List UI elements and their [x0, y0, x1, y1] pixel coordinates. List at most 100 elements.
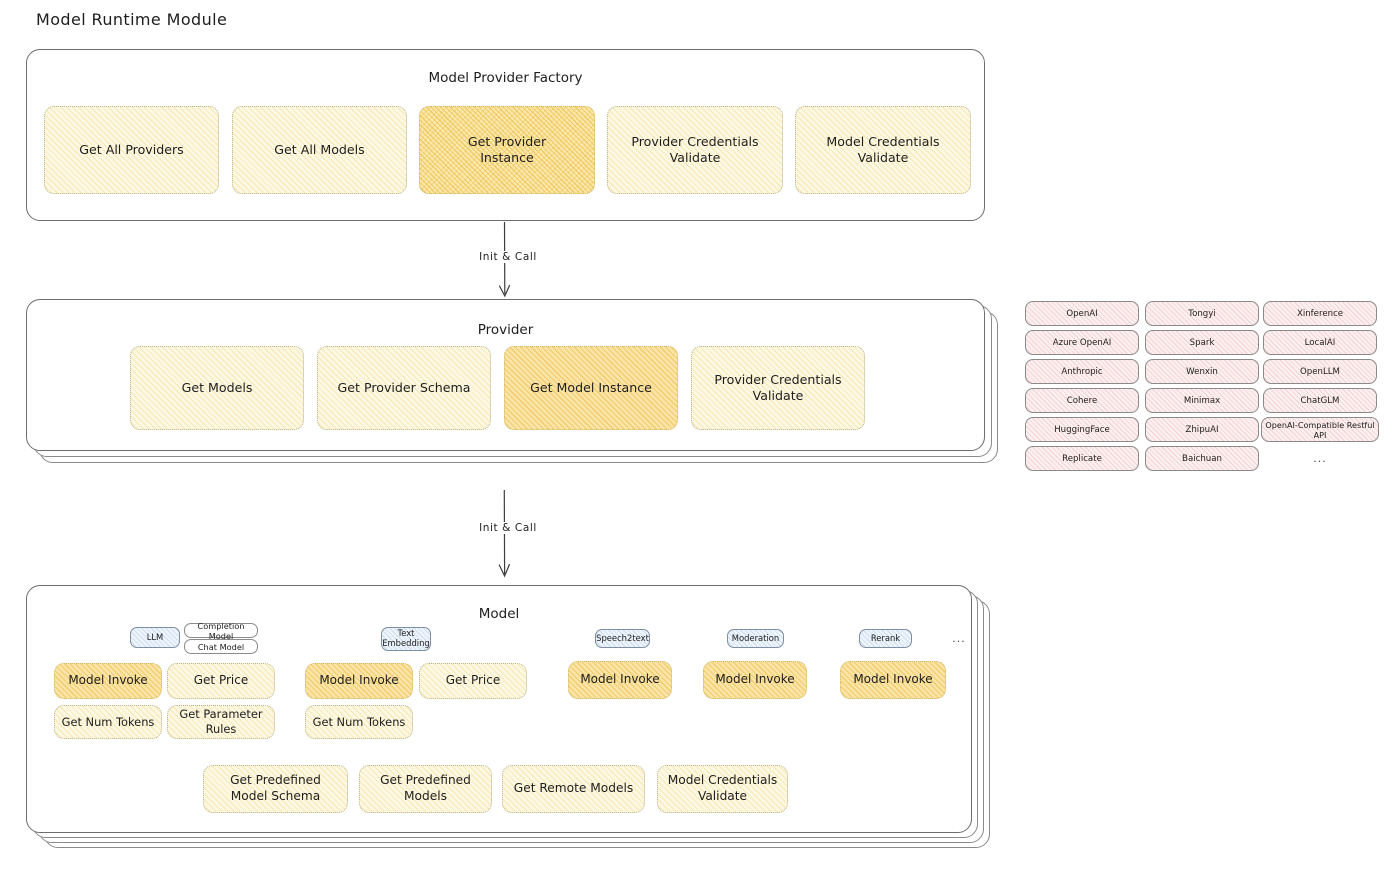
- op-label: Get Num Tokens: [61, 714, 155, 729]
- op-label: Get Predefined Model Schema: [230, 773, 321, 803]
- provider-pill-baichuan[interactable]: Baichuan: [1145, 446, 1259, 471]
- provider-pill-replicate[interactable]: Replicate: [1025, 446, 1139, 471]
- model-type-badge-text-embedding[interactable]: Text Embedding: [381, 627, 431, 651]
- provider-box-label: Get Model Instance: [530, 379, 652, 395]
- model-provider-factory-title: Model Provider Factory: [428, 70, 583, 86]
- factory-box-label: Get All Providers: [79, 141, 184, 157]
- provider-pill-label: ZhipuAI: [1185, 424, 1219, 435]
- provider-pill-label: Tongyi: [1188, 308, 1216, 319]
- factory-box-provider-credentials-validate[interactable]: Provider Credentials Validate: [607, 106, 783, 194]
- op-label: Get Num Tokens: [312, 714, 406, 729]
- arrow-provider-to-model-label: Init & Call: [455, 522, 561, 534]
- provider-pill-openai-compatible-restful-api[interactable]: OpenAI-Compatible Restful API: [1261, 417, 1379, 442]
- factory-box-label: Model Credentials Validate: [826, 133, 940, 165]
- page-title: Model Runtime Module: [36, 10, 228, 29]
- op-label: Get Remote Models: [513, 781, 634, 796]
- model-type-label: Rerank: [870, 632, 901, 643]
- provider-pill-label: LocalAI: [1304, 337, 1336, 348]
- op-label: Get Predefined Models: [380, 773, 471, 803]
- provider-pill-label: Anthropic: [1061, 366, 1103, 377]
- llm-op-get-parameter-rules[interactable]: Get Parameter Rules: [167, 705, 275, 739]
- provider-box-label: Get Models: [181, 379, 253, 395]
- op-label: Get Price: [193, 673, 249, 688]
- provider-pill-spark[interactable]: Spark: [1145, 330, 1259, 355]
- llm-op-get-price[interactable]: Get Price: [167, 663, 275, 699]
- model-type-label: Speech2text: [596, 632, 649, 643]
- common-op-get-predefined-models[interactable]: Get Predefined Models: [359, 765, 492, 813]
- provider-pill-xinference[interactable]: Xinference: [1263, 301, 1377, 326]
- factory-box-label: Get Provider Instance: [467, 133, 547, 165]
- text-embedding-op-get-num-tokens[interactable]: Get Num Tokens: [305, 705, 413, 739]
- provider-pill-cohere[interactable]: Cohere: [1025, 388, 1139, 413]
- provider-pill-minimax[interactable]: Minimax: [1145, 388, 1259, 413]
- provider-title: Provider: [477, 322, 534, 338]
- provider-pill-label: OpenAI: [1066, 308, 1098, 319]
- factory-box-get-provider-instance[interactable]: Get Provider Instance: [419, 106, 595, 194]
- provider-pill-label: Minimax: [1183, 395, 1221, 406]
- model-type-label: LLM: [146, 631, 164, 642]
- op-label: Get Parameter Rules: [179, 707, 263, 736]
- text-embedding-op-get-price[interactable]: Get Price: [419, 663, 527, 699]
- provider-pill-label: OpenAI-Compatible Restful API: [1265, 419, 1375, 440]
- op-label: Model Invoke: [715, 672, 795, 687]
- speech2text-op-model-invoke[interactable]: Model Invoke: [568, 661, 672, 699]
- model-title: Model: [478, 606, 520, 622]
- provider-pill-localai[interactable]: LocalAI: [1263, 330, 1377, 355]
- provider-box-label: Provider Credentials Validate: [714, 371, 842, 403]
- factory-box-get-all-models[interactable]: Get All Models: [232, 106, 407, 194]
- op-label: Model Invoke: [580, 672, 660, 687]
- provider-pill-openai[interactable]: OpenAI: [1025, 301, 1139, 326]
- text-embedding-op-model-invoke[interactable]: Model Invoke: [305, 663, 413, 699]
- common-op-model-credentials-validate[interactable]: Model Credentials Validate: [657, 765, 788, 813]
- provider-pill-azure-openai[interactable]: Azure OpenAI: [1025, 330, 1139, 355]
- model-type-badge-rerank[interactable]: Rerank: [859, 629, 912, 648]
- provider-pill-openllm[interactable]: OpenLLM: [1263, 359, 1377, 384]
- model-type-badge-moderation[interactable]: Moderation: [727, 629, 784, 648]
- provider-pill-label: Spark: [1189, 337, 1215, 348]
- llm-op-model-invoke[interactable]: Model Invoke: [54, 663, 162, 699]
- model-type-badge-llm[interactable]: LLM: [130, 627, 180, 648]
- provider-pill-label: Wenxin: [1186, 366, 1218, 377]
- common-op-get-predefined-model-schema[interactable]: Get Predefined Model Schema: [203, 765, 348, 813]
- op-label: Get Price: [445, 673, 501, 688]
- moderation-op-model-invoke[interactable]: Model Invoke: [703, 661, 807, 699]
- provider-box-label: Get Provider Schema: [337, 379, 471, 395]
- provider-list-more-ellipsis: ...: [1313, 452, 1327, 465]
- op-label: Model Credentials Validate: [667, 773, 778, 803]
- arrow-factory-to-provider-label: Init & Call: [455, 251, 561, 263]
- model-subtype-label: Completion Model: [197, 620, 245, 641]
- arrow-provider-to-model: [498, 489, 510, 578]
- factory-box-label: Get All Models: [274, 141, 365, 157]
- model-subtype-completion-model[interactable]: Completion Model: [184, 620, 258, 641]
- rerank-op-model-invoke[interactable]: Model Invoke: [840, 661, 946, 699]
- op-label: Model Invoke: [853, 672, 933, 687]
- op-label: Model Invoke: [68, 673, 148, 688]
- model-subtype-chat-model[interactable]: Chat Model: [184, 639, 258, 654]
- provider-pill-label: Replicate: [1062, 453, 1102, 464]
- provider-box-get-model-instance[interactable]: Get Model Instance: [504, 346, 678, 430]
- provider-pill-wenxin[interactable]: Wenxin: [1145, 359, 1259, 384]
- provider-pill-label: HuggingFace: [1054, 424, 1110, 435]
- model-subtype-label: Chat Model: [197, 641, 245, 652]
- provider-pill-label: Baichuan: [1182, 453, 1222, 464]
- provider-pill-zhipuai[interactable]: ZhipuAI: [1145, 417, 1259, 442]
- common-op-get-remote-models[interactable]: Get Remote Models: [502, 765, 645, 813]
- provider-pill-huggingface[interactable]: HuggingFace: [1025, 417, 1139, 442]
- model-types-more-ellipsis: ...: [952, 632, 966, 645]
- model-type-badge-speech2text[interactable]: Speech2text: [595, 629, 650, 648]
- model-type-label: Moderation: [731, 632, 780, 643]
- provider-box-get-provider-schema[interactable]: Get Provider Schema: [317, 346, 491, 430]
- provider-pill-label: OpenLLM: [1300, 366, 1340, 377]
- provider-box-get-models[interactable]: Get Models: [130, 346, 304, 430]
- provider-pill-chatglm[interactable]: ChatGLM: [1263, 388, 1377, 413]
- factory-box-model-credentials-validate[interactable]: Model Credentials Validate: [795, 106, 971, 194]
- llm-op-get-num-tokens[interactable]: Get Num Tokens: [54, 705, 162, 739]
- provider-pill-label: Cohere: [1066, 395, 1098, 406]
- provider-box-provider-credentials-validate[interactable]: Provider Credentials Validate: [691, 346, 865, 430]
- provider-pill-label: Xinference: [1296, 308, 1344, 319]
- provider-pill-tongyi[interactable]: Tongyi: [1145, 301, 1259, 326]
- provider-pill-anthropic[interactable]: Anthropic: [1025, 359, 1139, 384]
- factory-box-get-all-providers[interactable]: Get All Providers: [44, 106, 219, 194]
- factory-box-label: Provider Credentials Validate: [631, 133, 759, 165]
